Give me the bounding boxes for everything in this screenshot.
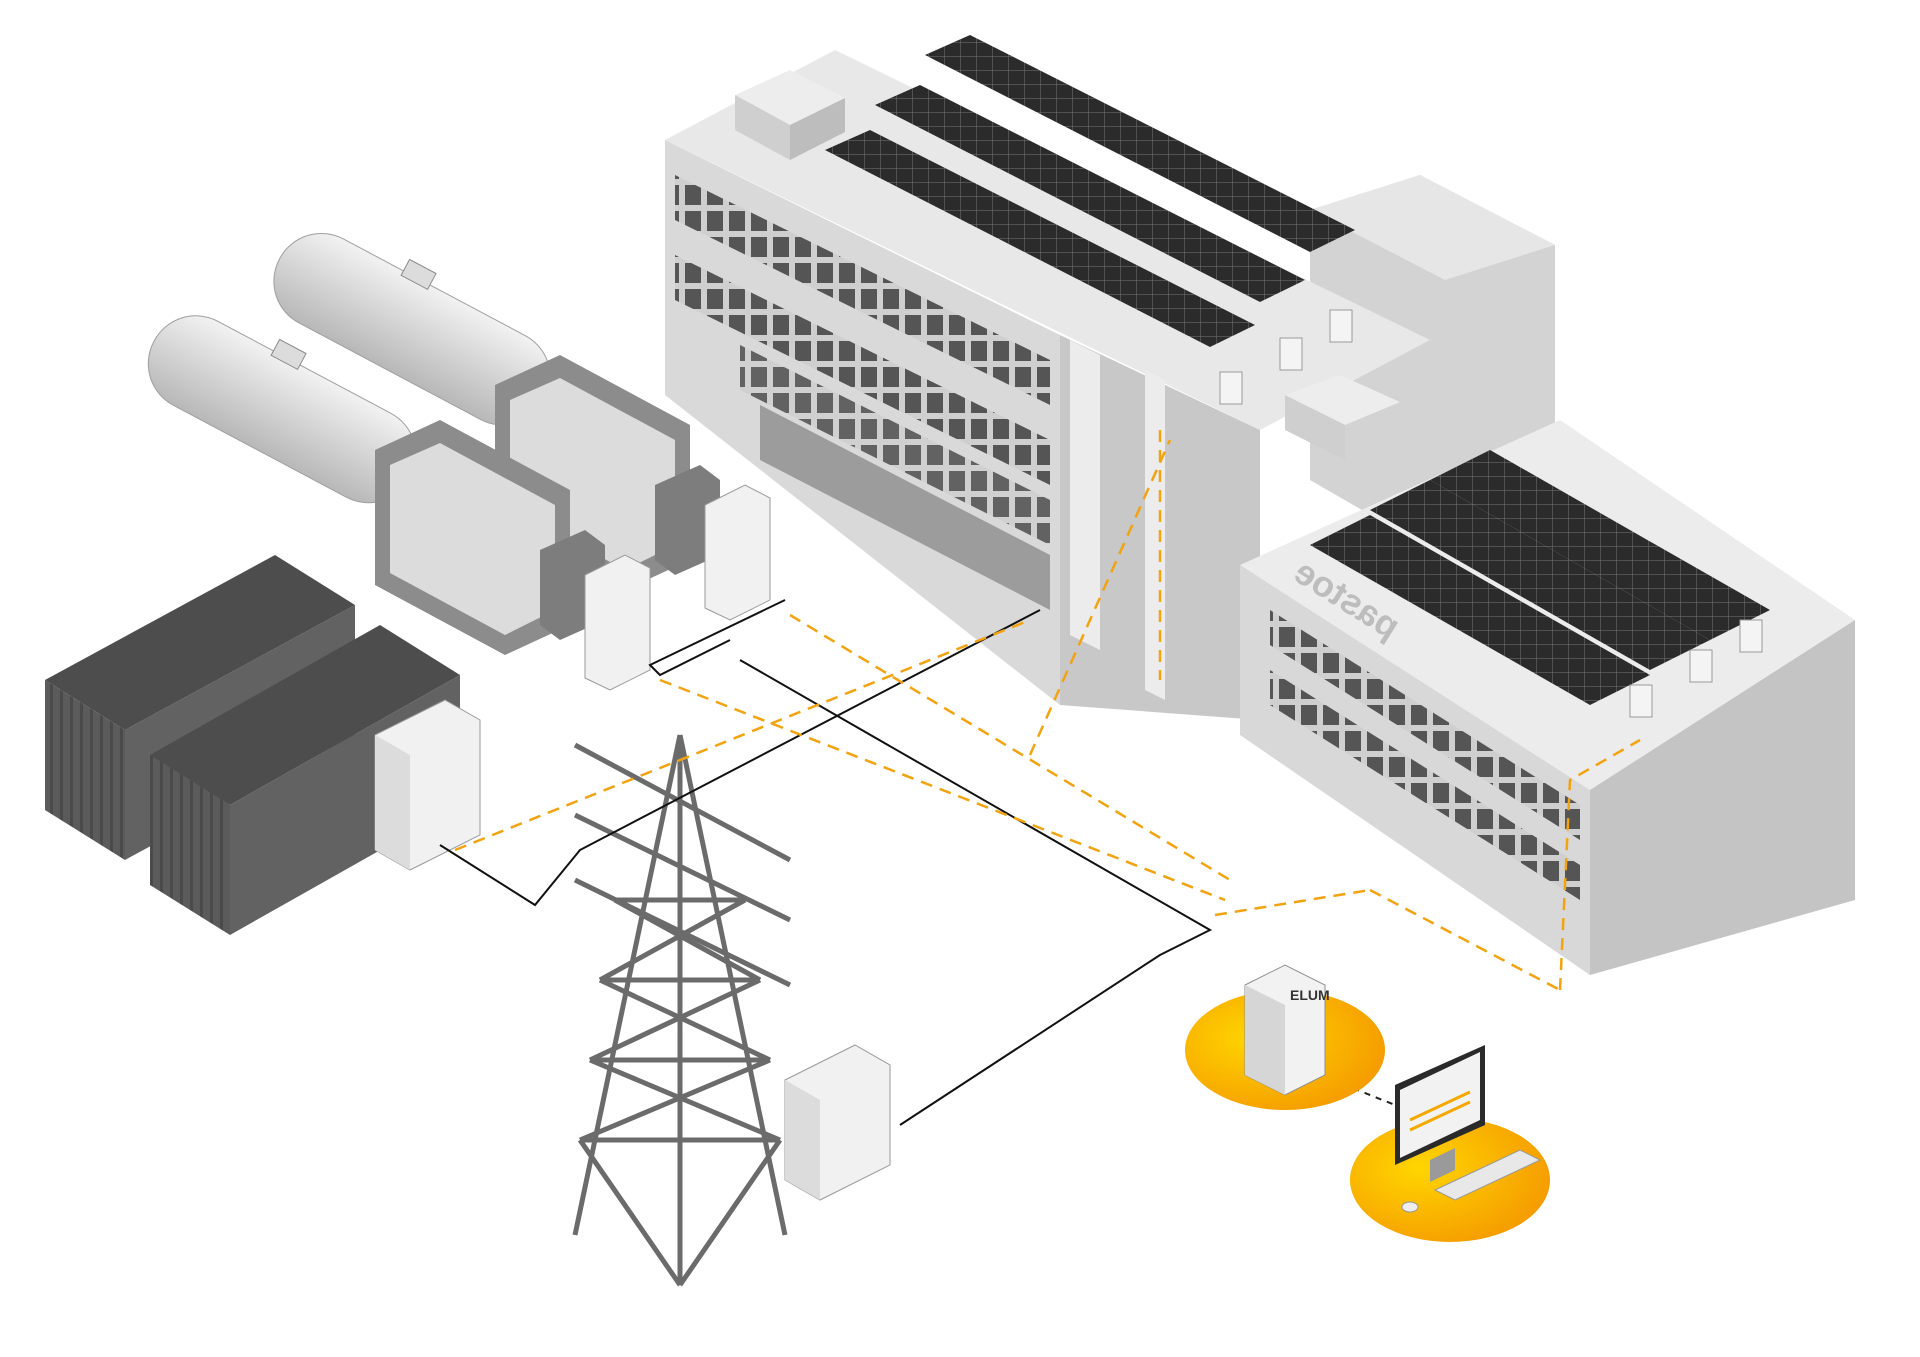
monitor-station xyxy=(1350,1045,1550,1242)
gas-tanks xyxy=(147,232,551,504)
annex-building: pastoe xyxy=(1240,375,1855,975)
battery-containers xyxy=(45,555,481,935)
gensets xyxy=(375,355,771,691)
transmission-tower xyxy=(572,734,792,1287)
main-building xyxy=(665,35,1555,720)
data-lines xyxy=(454,430,1641,992)
grid-cabinet xyxy=(784,1044,891,1201)
controller-station: ELUM xyxy=(1185,964,1385,1110)
controller-brand: ELUM xyxy=(1290,987,1330,1003)
power-lines xyxy=(439,599,1213,1126)
